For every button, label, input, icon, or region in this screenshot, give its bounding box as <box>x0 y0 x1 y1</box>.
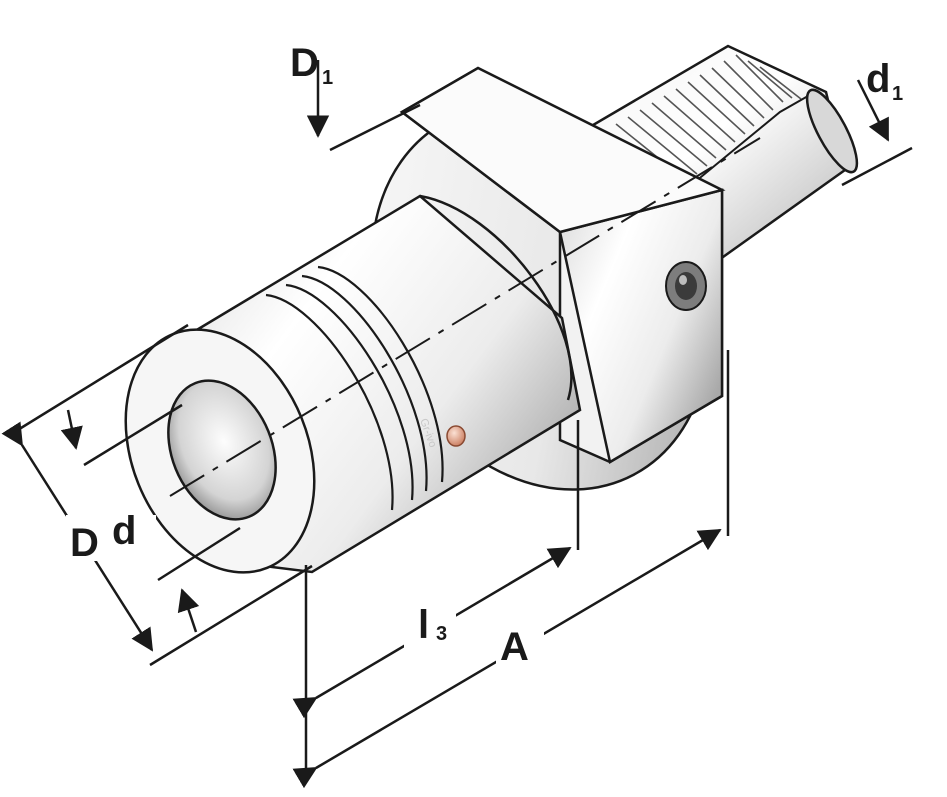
front-face <box>124 328 316 574</box>
square-block <box>399 66 726 464</box>
pin <box>446 425 466 447</box>
label-l3-subscript: 3 <box>436 623 447 645</box>
label-d1-subscript: 1 <box>892 83 903 105</box>
centre-axis <box>169 137 761 497</box>
label-l3: l <box>418 603 429 647</box>
grub-screw <box>665 261 707 311</box>
label-D1-subscript: 1 <box>322 67 333 89</box>
label-d: d <box>112 509 136 553</box>
label-A: A <box>500 625 529 669</box>
label-D: D <box>70 521 99 565</box>
bore <box>167 379 277 521</box>
dimension-labels: D 1 d 1 D d l 3 A <box>66 41 903 669</box>
label-D1: D <box>290 41 319 85</box>
serration-teeth <box>615 54 802 183</box>
clamp-rings <box>265 265 444 511</box>
label-d1: d <box>866 57 890 101</box>
